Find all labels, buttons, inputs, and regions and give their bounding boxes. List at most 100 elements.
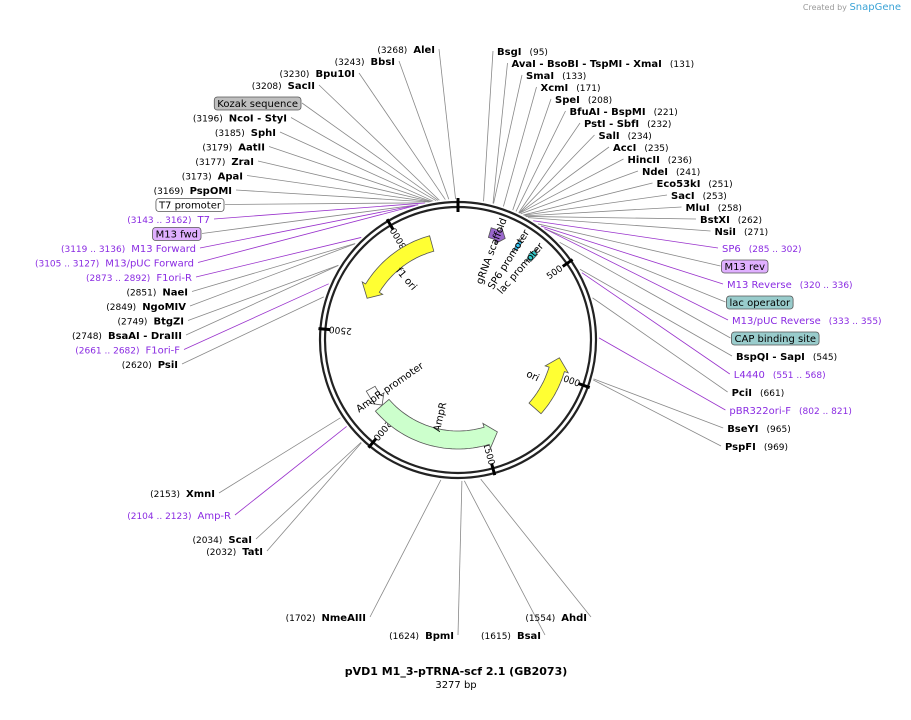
leader (358, 72, 446, 200)
enzyme-bstxi: BstXI(262) (700, 215, 762, 226)
label-position: (2032) (206, 548, 236, 558)
leader (519, 158, 624, 214)
plasmid-name: pVD1 M1_3-pTRNA-scf 2.1 (GB2073) (345, 665, 568, 678)
leader (218, 417, 341, 494)
feature-box-lac-operator: lac operator (726, 295, 794, 310)
label-name: HincII (628, 155, 660, 166)
label-name: AccI (613, 143, 636, 154)
leader (266, 442, 362, 552)
enzyme-bpu10i: Bpu10I (3230) (280, 69, 355, 80)
annotation-labels: BsgI(95)AvaI - BsoBI - TspMI - XmaI(131)… (35, 45, 882, 642)
leader (257, 160, 432, 202)
label-name: NsiI (715, 227, 736, 238)
enzyme-bfuai-bspmi: BfuAI - BspMI(221) (570, 107, 678, 118)
label-position: (1624) (389, 632, 419, 642)
leader (197, 205, 416, 263)
label-name: PspOMI (190, 186, 232, 197)
enzyme-pcii: PciI(661) (732, 388, 785, 399)
leader (457, 480, 463, 636)
enzyme-pspfi: PspFI (969) (725, 442, 788, 453)
label-position: (3230) (280, 70, 310, 80)
enzyme-sphi: SphI(3185) (215, 128, 276, 139)
label-position: (3119 .. 3136) (61, 245, 125, 255)
leader (540, 225, 724, 285)
label-name: BtgZI (153, 317, 184, 328)
label-position: (3179) (202, 144, 232, 154)
label-position: (802 .. 821) (799, 407, 852, 417)
label-position: (551 .. 568) (773, 371, 826, 381)
enzyme-aatii: AatII (3179) (202, 143, 265, 154)
label-position: (232) (647, 120, 671, 130)
leader (463, 480, 546, 636)
tick-3000 (385, 218, 395, 231)
tick-1000 (577, 382, 591, 389)
label-name: Bpu10I (315, 69, 355, 80)
label-position: (234) (628, 132, 652, 142)
label-position: (241) (676, 168, 700, 178)
label-name: NaeI (162, 288, 188, 299)
label-position: (3105 .. 3127) (35, 260, 99, 270)
label-name: PsiI (158, 360, 178, 371)
snapgene-credit: Created by SnapGene (803, 2, 901, 13)
leader (559, 241, 731, 339)
leader (189, 243, 355, 307)
primer-amp-r: Amp-R(2104 .. 2123) (127, 511, 231, 522)
enzyme-bspqi-sapi: BspQI - SapI(545) (736, 352, 837, 363)
enzyme-smai: SmaI(133) (526, 71, 586, 82)
label-name: AleI (413, 45, 435, 56)
primer-t7: T7 (3143 .. 3162) (127, 215, 210, 226)
label-position: (235) (644, 144, 668, 154)
leader (224, 202, 426, 205)
label-name: PspFI (725, 442, 756, 453)
label-position: (3208) (252, 82, 282, 92)
leader (235, 189, 430, 203)
label-position: (969) (764, 443, 788, 453)
leader (201, 204, 419, 234)
leader (301, 102, 439, 201)
enzyme-sali: SalI (234) (599, 131, 652, 142)
tick-label-2500: 2500 (328, 324, 352, 336)
label-name: SP6 (722, 244, 741, 255)
leader (544, 228, 729, 321)
label-name: AatII (238, 143, 265, 154)
label-name: XmnI (186, 489, 215, 500)
label-position: (965) (767, 425, 791, 435)
label-name: PciI (732, 388, 752, 399)
label-name: SphI (251, 128, 276, 139)
feature-f1-ori (361, 235, 435, 299)
label-position: (271) (744, 228, 768, 238)
leader (187, 264, 339, 321)
label-position: (3143 .. 3162) (127, 216, 191, 226)
label-name: MluI (686, 203, 710, 214)
enzyme-nsii: NsiI (271) (715, 227, 769, 238)
label-position: (236) (668, 156, 692, 166)
feature-box-cap-binding-site: CAP binding site (731, 331, 820, 346)
label-position: (545) (813, 353, 837, 363)
label-name: T7 (197, 215, 210, 226)
leader (512, 98, 552, 211)
enzyme-avai-bsobi-tspmi-xmai: AvaI - BsoBI - TspMI - XmaI(131) (512, 59, 695, 70)
label-name: L4440 (734, 370, 765, 381)
leader (579, 268, 733, 357)
label-name: M13 fwd (156, 230, 198, 241)
enzyme-saci: SacI(253) (671, 191, 727, 202)
enzyme-ngomiv: NgoMIV(2849) (106, 302, 186, 313)
label-position: (221) (654, 108, 678, 118)
label-position: (95) (529, 48, 547, 58)
leader (290, 117, 437, 202)
label-name: Kozak sequence (217, 99, 298, 110)
label-name: Eco53kI (657, 179, 701, 190)
label-position: (285 .. 302) (749, 245, 802, 255)
label-position: (262) (738, 216, 762, 226)
enzyme-ncoi-styi: NcoI - StyI(3196) (193, 114, 287, 125)
enzyme-psii: PsiI(2620) (122, 360, 178, 371)
leader (492, 62, 508, 204)
enzyme-bsgi: BsgI(95) (497, 47, 548, 58)
label-position: (3173) (182, 173, 212, 183)
leader (195, 237, 362, 278)
enzyme-naei: NaeI(2851) (126, 288, 188, 299)
label-name: SalI (599, 131, 620, 142)
label-position: (258) (718, 204, 742, 214)
